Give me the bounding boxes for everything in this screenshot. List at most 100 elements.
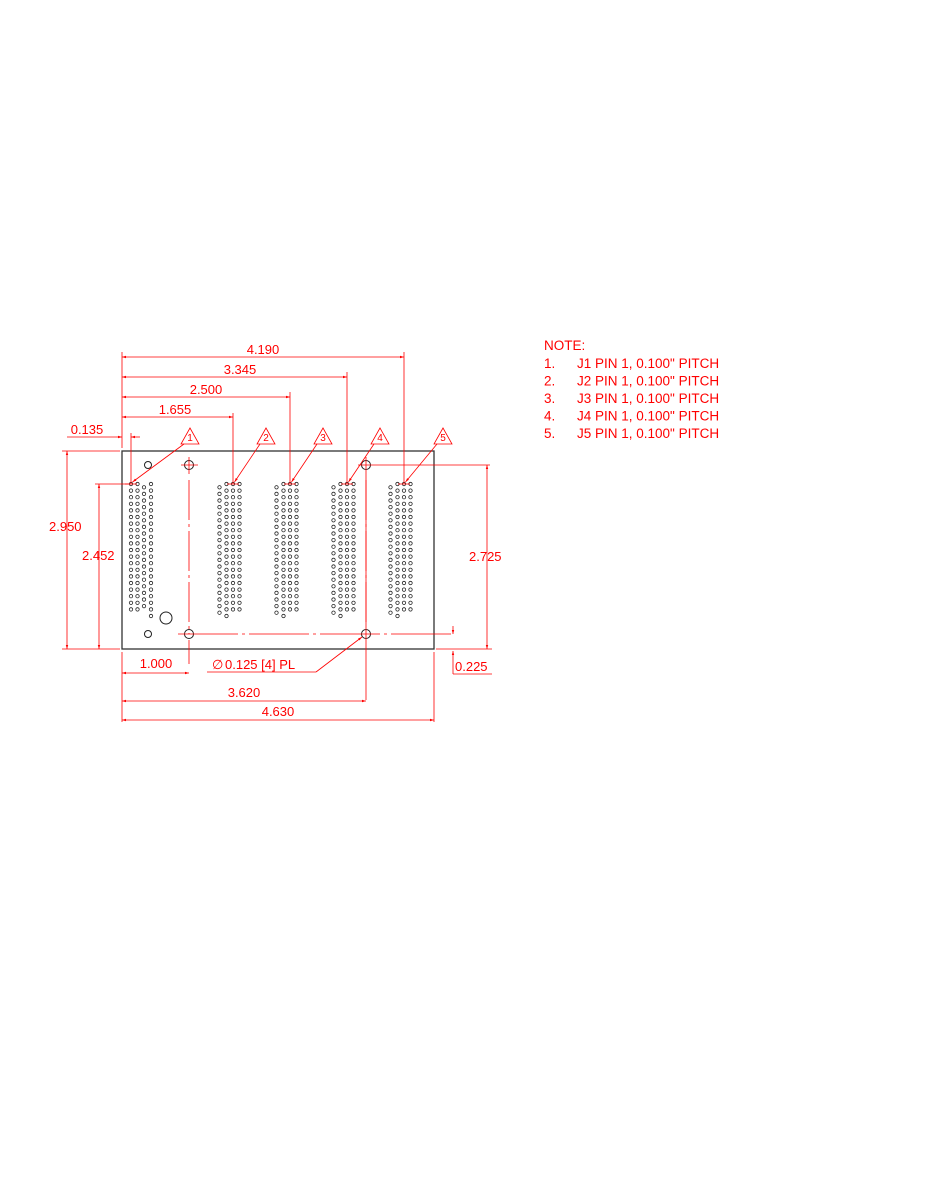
pin-hole bbox=[395, 501, 400, 506]
pin-hole bbox=[351, 554, 356, 559]
pin-hole bbox=[287, 547, 293, 553]
pin-hole bbox=[148, 541, 154, 546]
note-text: J5 PIN 1, 0.100" PITCH bbox=[577, 426, 719, 441]
pin-hole bbox=[344, 534, 350, 539]
pin-hole bbox=[141, 485, 147, 490]
pin-hole bbox=[281, 587, 286, 592]
pin-hole bbox=[408, 554, 413, 559]
pin-hole bbox=[141, 577, 147, 582]
pin-hole bbox=[128, 495, 134, 500]
pin-hole bbox=[224, 567, 229, 572]
pin-hole bbox=[148, 561, 154, 566]
pin-hole bbox=[230, 547, 236, 553]
pin-hole bbox=[217, 557, 222, 563]
pin-hole bbox=[281, 600, 286, 605]
pin-hole bbox=[217, 491, 222, 496]
pin-hole bbox=[281, 508, 286, 513]
pin-hole bbox=[401, 501, 407, 506]
pin-hole bbox=[395, 587, 400, 592]
pin-hole bbox=[148, 600, 154, 605]
pin-hole bbox=[141, 511, 147, 516]
pin-hole bbox=[338, 587, 343, 592]
note-text: J2 PIN 1, 0.100" PITCH bbox=[577, 374, 719, 389]
pin-hole bbox=[287, 528, 293, 533]
pin-hole bbox=[408, 547, 413, 553]
pin-hole bbox=[128, 547, 134, 553]
pin-hole bbox=[351, 561, 356, 566]
pin-hole bbox=[401, 567, 407, 572]
pin-hole bbox=[281, 501, 286, 506]
pin-hole bbox=[237, 600, 242, 605]
pin-hole bbox=[135, 554, 140, 559]
pin-hole bbox=[274, 485, 279, 490]
pin-hole bbox=[224, 508, 229, 513]
pin-hole bbox=[281, 547, 286, 553]
dimension-lines bbox=[62, 352, 492, 722]
note-number: 1. bbox=[544, 356, 555, 371]
pin-hole bbox=[135, 495, 140, 500]
pin-hole bbox=[294, 521, 299, 526]
pin-hole bbox=[338, 607, 343, 612]
connector-j3 bbox=[274, 481, 299, 619]
pin-hole bbox=[294, 561, 299, 566]
pin-hole bbox=[224, 613, 229, 619]
notes-title: NOTE: bbox=[544, 338, 585, 353]
pin-hole bbox=[338, 567, 343, 572]
pin-hole bbox=[217, 544, 222, 549]
pin-hole bbox=[351, 528, 356, 533]
hole-callout-symbol: ∅ bbox=[212, 657, 223, 672]
pin-hole bbox=[344, 508, 350, 513]
note-number: 5. bbox=[544, 426, 555, 441]
mounting-holes bbox=[144, 460, 371, 639]
pin-hole bbox=[388, 564, 393, 569]
pin-hole bbox=[141, 590, 147, 596]
pin-hole bbox=[331, 511, 336, 516]
pin-hole bbox=[281, 521, 286, 526]
pin-hole bbox=[408, 534, 413, 539]
pin-hole bbox=[388, 544, 393, 549]
pin-hole bbox=[141, 504, 147, 510]
pin-hole bbox=[287, 554, 293, 559]
pin-hole bbox=[274, 557, 279, 563]
pin1-marker-1: 1 bbox=[132, 427, 200, 483]
pin-hole bbox=[401, 528, 407, 533]
pin-hole bbox=[148, 501, 154, 506]
pin-hole bbox=[237, 587, 242, 592]
pin-hole bbox=[141, 603, 147, 609]
pin-hole bbox=[338, 495, 343, 500]
pin-hole bbox=[408, 521, 413, 526]
pin-hole bbox=[237, 495, 242, 500]
pin-hole bbox=[230, 495, 236, 500]
pin-hole bbox=[294, 574, 299, 579]
pin-hole bbox=[274, 597, 279, 602]
pin-hole bbox=[230, 488, 236, 493]
pin-hole bbox=[128, 561, 134, 566]
pin-hole bbox=[224, 554, 229, 559]
pin-hole bbox=[237, 594, 242, 599]
pin-hole bbox=[141, 570, 147, 576]
pin-hole bbox=[274, 491, 279, 496]
pin-hole bbox=[230, 534, 236, 539]
pin-hole bbox=[388, 491, 393, 496]
pin-hole bbox=[128, 554, 134, 559]
pin-hole bbox=[148, 514, 154, 520]
pin-hole bbox=[408, 508, 413, 513]
pin-hole bbox=[141, 537, 147, 543]
pin-hole bbox=[351, 521, 356, 526]
pin-hole bbox=[351, 580, 356, 586]
pin-hole bbox=[331, 603, 336, 609]
pin-hole bbox=[135, 594, 140, 599]
dim-2452: 2.452 bbox=[82, 548, 115, 563]
pin-hole bbox=[141, 597, 147, 602]
pin-hole bbox=[217, 590, 222, 596]
dim-0135: 0.135 bbox=[71, 422, 104, 437]
pin-hole bbox=[388, 603, 393, 609]
pin-hole bbox=[128, 567, 134, 572]
pin-hole bbox=[408, 594, 413, 599]
pin-hole bbox=[287, 514, 293, 520]
pin-hole bbox=[230, 514, 236, 520]
pin-hole bbox=[331, 537, 336, 543]
pin-hole bbox=[344, 587, 350, 592]
pin-hole bbox=[281, 594, 286, 599]
